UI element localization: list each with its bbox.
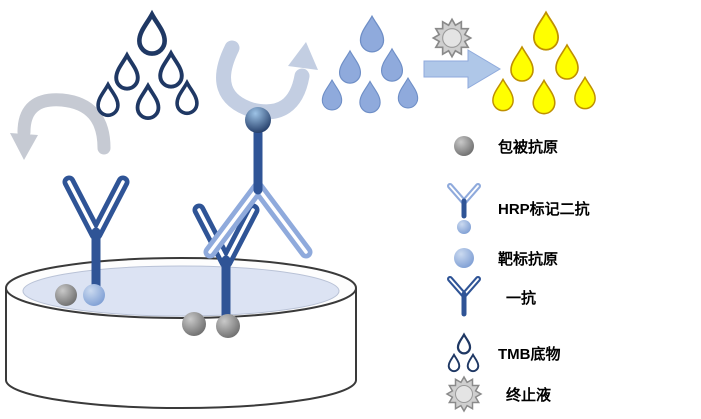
- coated-antigen-ball: [216, 314, 240, 338]
- hrp-secondary-antibody-icon: [440, 180, 488, 236]
- primary-antibody-center: [192, 203, 260, 321]
- legend-label: HRP标记二抗: [498, 200, 590, 218]
- hrp-enzyme-ball: [245, 107, 271, 133]
- well-body: [5, 288, 357, 409]
- legend-item-primary-antibody: 一抗: [440, 274, 536, 320]
- legend-label: 一抗: [506, 289, 537, 307]
- stop-solution-icon: [440, 374, 488, 414]
- legend-item-tmb-substrate: TMB底物: [440, 330, 561, 376]
- reaction-arrow-curved: [216, 40, 318, 120]
- stop-solution-burst: [432, 18, 472, 58]
- microwell-plate: [5, 257, 357, 409]
- legend-label: 终止液: [506, 386, 552, 404]
- tmb-substrate-droplets: [96, 14, 199, 121]
- coated-antigen-ball: [182, 312, 206, 336]
- stop-arrow: [423, 49, 501, 89]
- coated-antigen-icon: [440, 134, 488, 158]
- primary-antibody-icon: [440, 274, 488, 320]
- target-antigen-icon: [440, 246, 488, 270]
- legend-label: 包被抗原: [498, 138, 559, 156]
- legend-label: 靶标抗原: [498, 250, 559, 268]
- target-antigen-ball: [83, 284, 105, 306]
- legend-item-hrp-secondary: HRP标记二抗: [440, 180, 590, 236]
- converted-substrate-droplets: [321, 15, 419, 114]
- wash-arrow-curved: [10, 93, 111, 160]
- tmb-substrate-icon: [440, 330, 488, 376]
- primary-antibody-left: [62, 175, 130, 293]
- legend-label: TMB底物: [498, 345, 561, 363]
- legend-item-stop-solution: 终止液: [440, 374, 551, 414]
- legend-item-target-antigen: 靶标抗原: [440, 246, 558, 270]
- product-droplets-yellow: [492, 11, 596, 115]
- well-liquid-surface: [22, 265, 340, 317]
- secondary-antibody: [203, 107, 313, 259]
- coated-antigen-ball: [55, 284, 77, 306]
- legend-item-coated-antigen: 包被抗原: [440, 134, 558, 158]
